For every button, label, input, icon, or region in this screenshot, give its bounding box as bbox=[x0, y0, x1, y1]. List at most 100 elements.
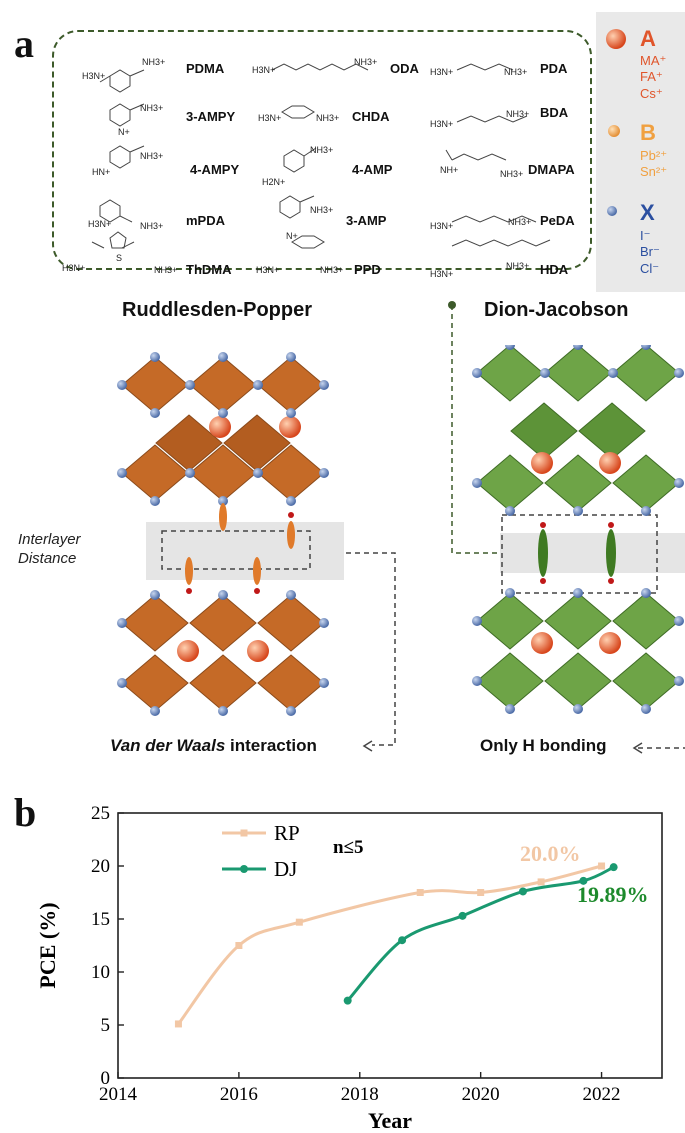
fragment-h3n: H3N+ bbox=[258, 113, 282, 123]
fragment-h3n: H3N+ bbox=[256, 265, 280, 275]
rp-caption-arrow bbox=[362, 740, 373, 752]
fragment-nh3: NH3+ bbox=[140, 103, 164, 113]
ion-a-list: MA⁺ FA⁺ Cs⁺ bbox=[640, 53, 667, 101]
fragment-nh3: NH3+ bbox=[310, 205, 334, 215]
value-label-dj: 19.89% bbox=[577, 882, 649, 907]
fragment-nh: NH+ bbox=[440, 165, 459, 175]
y-tick-label: 5 bbox=[101, 1015, 111, 1036]
rp-caption-rest: interaction bbox=[225, 736, 317, 755]
fragment-h3n: H3N+ bbox=[430, 67, 454, 77]
ion-a-marker bbox=[606, 29, 626, 49]
y-tick-label: 0 bbox=[101, 1068, 111, 1089]
fragment-hn: HN+ bbox=[92, 167, 111, 177]
fragment-nh3: NH3+ bbox=[140, 221, 164, 231]
rp-caption: Van der Waals interaction bbox=[110, 737, 317, 754]
fragment-h2n: H2N+ bbox=[262, 177, 286, 187]
molecule-label-chda: CHDA bbox=[352, 109, 390, 124]
fragment-nh3: NH3+ bbox=[310, 145, 334, 155]
fragment-nh3: NH3+ bbox=[154, 265, 178, 275]
data-point-dj bbox=[609, 863, 618, 872]
molecule-label-hda: HDA bbox=[540, 262, 569, 277]
molecule-label-3-ampy: 3-AMPY bbox=[186, 109, 236, 124]
ion-b-label: B bbox=[640, 120, 656, 145]
ion-a-label: A bbox=[640, 26, 656, 51]
legend-label-rp: RP bbox=[274, 821, 300, 845]
legend-marker-rp bbox=[240, 829, 248, 837]
legend-label-dj: DJ bbox=[274, 857, 297, 881]
x-axis-title: Year bbox=[368, 1108, 412, 1133]
molecule-label-mpda: mPDA bbox=[186, 213, 226, 228]
dj-crystal-structure bbox=[472, 345, 685, 714]
rp-title: Ruddlesden-Popper bbox=[122, 299, 313, 321]
fragment-h3n: H3N+ bbox=[430, 221, 454, 231]
ion-x-label: X bbox=[640, 200, 655, 225]
fragment-n: N+ bbox=[286, 231, 298, 241]
fragment-h3n: H3N+ bbox=[88, 219, 112, 229]
molecule-label-bda: BDA bbox=[540, 105, 569, 120]
fragment-h3n: H3N+ bbox=[430, 119, 454, 129]
data-point-dj bbox=[343, 996, 352, 1005]
ion-legend-markers bbox=[606, 29, 626, 216]
dj-caption: Only H bonding bbox=[480, 736, 607, 755]
dj-caption-arrow bbox=[632, 742, 685, 754]
x-tick-label: 2022 bbox=[583, 1084, 621, 1105]
y-tick-label: 20 bbox=[91, 856, 110, 877]
ion-b-list: Pb²⁺ Sn²⁺ bbox=[640, 148, 668, 180]
molecule-label-thdma: ThDMA bbox=[186, 262, 232, 277]
data-point-dj bbox=[458, 911, 467, 920]
molecule-label-oda: ODA bbox=[390, 61, 419, 76]
ion-b-marker bbox=[608, 125, 620, 137]
spacer-cations-box bbox=[52, 30, 592, 270]
interlayer-distance-label: Interlayer Distance bbox=[18, 531, 81, 567]
panel-b-label: b bbox=[14, 790, 37, 835]
fragment-n: N+ bbox=[118, 127, 130, 137]
molecule-label-4-amp: 4-AMP bbox=[352, 162, 393, 177]
rp-caption-italic: Van der Waals bbox=[110, 736, 226, 755]
molecule-label-pda: PDA bbox=[540, 61, 568, 76]
fragment-nh3: NH3+ bbox=[508, 217, 532, 227]
fragment-h3n: H3N+ bbox=[82, 71, 106, 81]
y-tick-label: 25 bbox=[91, 803, 110, 824]
ion-x-marker bbox=[607, 206, 617, 216]
fragment-nh3: NH3+ bbox=[320, 265, 344, 275]
fragment-nh3: NH3+ bbox=[506, 261, 530, 271]
data-point-rp bbox=[477, 889, 485, 896]
molecule-label-3-amp: 3-AMP bbox=[346, 213, 387, 228]
y-tick-label: 15 bbox=[91, 909, 110, 930]
fragment-nh3: NH3+ bbox=[506, 109, 530, 119]
data-point-dj bbox=[579, 876, 588, 885]
fragment-nh3: NH3+ bbox=[500, 169, 524, 179]
data-point-rp bbox=[537, 878, 545, 886]
fragment-nh3: NH3+ bbox=[504, 67, 528, 77]
data-point-rp bbox=[416, 889, 424, 896]
data-point-rp bbox=[295, 918, 303, 926]
data-point-dj bbox=[398, 936, 407, 945]
molecule-label-pdma: PDMA bbox=[186, 61, 225, 76]
legend-marker-dj bbox=[240, 865, 248, 873]
fragment-nh3: NH3+ bbox=[316, 113, 340, 123]
series-line-dj bbox=[346, 865, 615, 1002]
data-point-rp bbox=[235, 942, 243, 949]
ion-x-list: I⁻ Br⁻ Cl⁻ bbox=[640, 228, 660, 276]
molecule-label-dmapa: DMAPA bbox=[528, 162, 575, 177]
panel-a-label: a bbox=[14, 21, 34, 66]
x-tick-label: 2016 bbox=[220, 1084, 258, 1105]
y-axis-title: PCE (%) bbox=[35, 902, 60, 988]
data-point-rp bbox=[598, 862, 606, 870]
y-tick-label: 10 bbox=[91, 962, 110, 983]
dj-title: Dion-Jacobson bbox=[484, 299, 629, 321]
molecule-label-4-ampy: 4-AMPY bbox=[190, 162, 240, 177]
fragment-h3n: H3N+ bbox=[252, 65, 276, 75]
annotation-n: n≤5 bbox=[333, 837, 364, 858]
fragment-s: S bbox=[116, 253, 123, 263]
plot-frame bbox=[117, 812, 663, 1079]
fragment-nh3: NH3+ bbox=[140, 151, 164, 161]
data-point-dj bbox=[518, 887, 527, 896]
fragment-h3n: H3N+ bbox=[62, 263, 86, 273]
x-tick-label: 2018 bbox=[341, 1084, 379, 1105]
ion-legend bbox=[596, 12, 685, 292]
spacer-structures-sketch bbox=[91, 63, 551, 249]
data-point-rp bbox=[174, 1020, 182, 1028]
value-label-rp: 20.0% bbox=[520, 841, 581, 866]
